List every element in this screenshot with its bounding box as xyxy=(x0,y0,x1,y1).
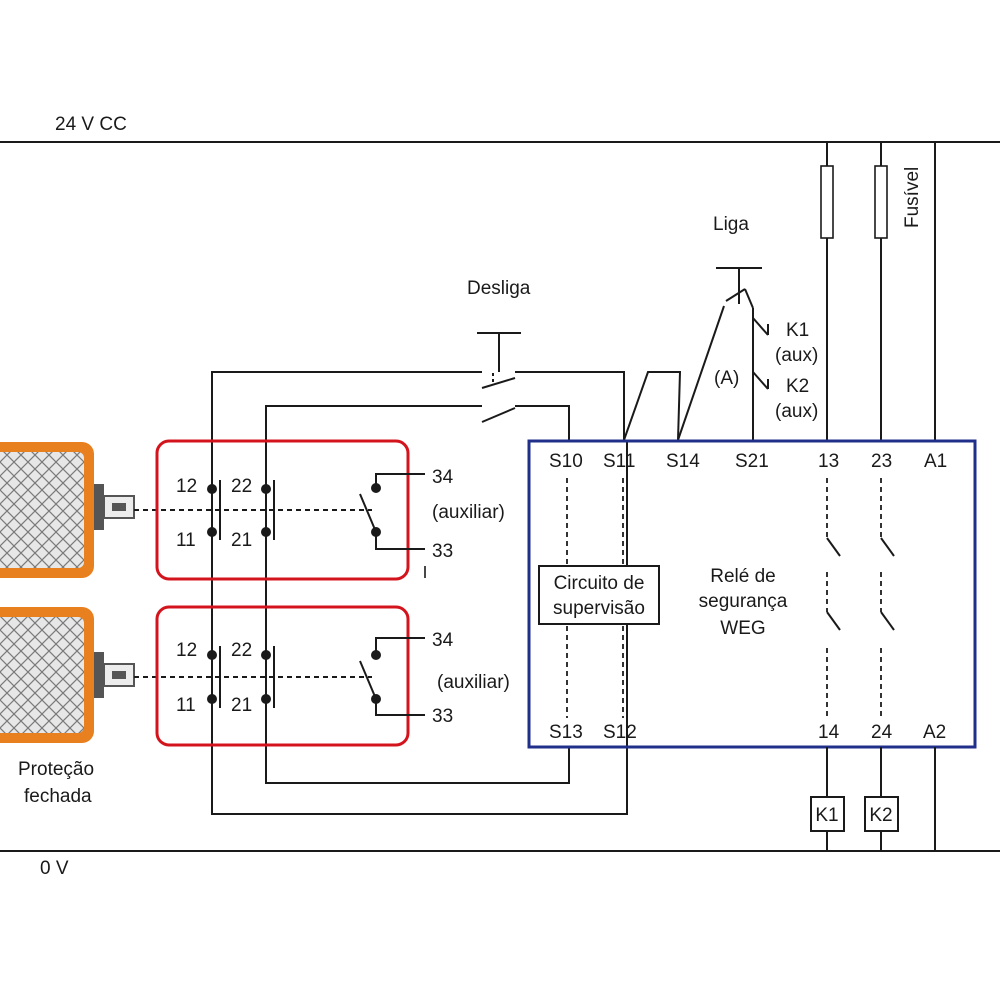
fuse-2 xyxy=(874,165,888,239)
relay-name-line3: WEG xyxy=(720,618,765,639)
negative-rail-label: 0 V xyxy=(40,858,69,879)
stop-button-symbol xyxy=(477,332,521,372)
top-pin-12: 12 xyxy=(176,476,197,497)
guard-label-line1: Proteção xyxy=(18,759,94,780)
output-contact-23-24 xyxy=(880,478,895,716)
terminal-a2: A2 xyxy=(923,722,946,743)
guard-door-bottom xyxy=(0,607,135,743)
bottom-pin-34: 34 xyxy=(432,630,454,651)
bottom-pin-21: 21 xyxy=(231,695,252,716)
safety-relay-box xyxy=(527,439,977,749)
top-pin-11: 11 xyxy=(176,530,196,551)
start-note: (A) xyxy=(714,368,739,389)
relay-name-line2: segurança xyxy=(699,591,788,612)
bottom-pin-33: 33 xyxy=(432,706,453,727)
terminal-s13: S13 xyxy=(549,722,583,743)
safety-switch-bottom xyxy=(155,605,425,747)
channel-2-wire xyxy=(265,405,570,784)
terminal-s10: S10 xyxy=(549,451,583,472)
stop-button-label: Desliga xyxy=(467,278,531,299)
k2-aux-sub: (aux) xyxy=(775,401,818,422)
bottom-aux-label: (auxiliar) xyxy=(437,672,510,693)
top-aux-label: (auxiliar) xyxy=(432,502,505,523)
contactor-coil-k1 xyxy=(810,796,845,832)
k1-aux-sub: (aux) xyxy=(775,345,818,366)
bottom-pin-11: 11 xyxy=(176,695,196,716)
terminal-s14: S14 xyxy=(666,451,700,472)
terminal-14: 14 xyxy=(818,722,840,743)
k1-aux-contact xyxy=(752,317,769,336)
guard-label-line2: fechada xyxy=(24,786,92,807)
top-pin-21: 21 xyxy=(231,530,252,551)
bottom-pin-22: 22 xyxy=(231,640,252,661)
channel-1-wire xyxy=(211,371,628,815)
terminal-23: 23 xyxy=(871,451,892,472)
contactor-k1-label: K1 xyxy=(815,805,838,826)
supervision-label-line2: supervisão xyxy=(553,598,645,619)
k1-aux-label: K1 xyxy=(786,320,809,341)
start-button-label: Liga xyxy=(713,214,749,235)
output-contact-13-14 xyxy=(826,478,841,716)
top-pin-34: 34 xyxy=(432,467,454,488)
relay-name-line1: Relé de xyxy=(710,566,776,587)
terminal-a1: A1 xyxy=(924,451,947,472)
fuse-1 xyxy=(820,165,834,239)
terminal-s11: S11 xyxy=(603,451,635,472)
top-pin-22: 22 xyxy=(231,476,252,497)
supervision-circuit-box xyxy=(538,565,660,625)
terminal-s21: S21 xyxy=(735,451,769,472)
positive-rail-label: 24 V CC xyxy=(55,114,127,135)
terminal-s12: S12 xyxy=(603,722,637,743)
fuse-label: Fusível xyxy=(902,167,923,228)
terminal-13: 13 xyxy=(818,451,839,472)
contactor-k2-label: K2 xyxy=(869,805,892,826)
k2-aux-contact xyxy=(752,371,769,390)
start-button-symbol xyxy=(716,267,762,304)
k2-aux-label: K2 xyxy=(786,376,809,397)
safety-switch-top xyxy=(155,439,426,581)
contactor-coil-k2 xyxy=(864,796,899,832)
s11-s14-link xyxy=(623,371,682,441)
bottom-pin-12: 12 xyxy=(176,640,197,661)
supervision-label-line1: Circuito de xyxy=(554,573,645,594)
top-pin-33: 33 xyxy=(432,541,453,562)
terminal-24: 24 xyxy=(871,722,893,743)
guard-door-top xyxy=(0,442,135,578)
